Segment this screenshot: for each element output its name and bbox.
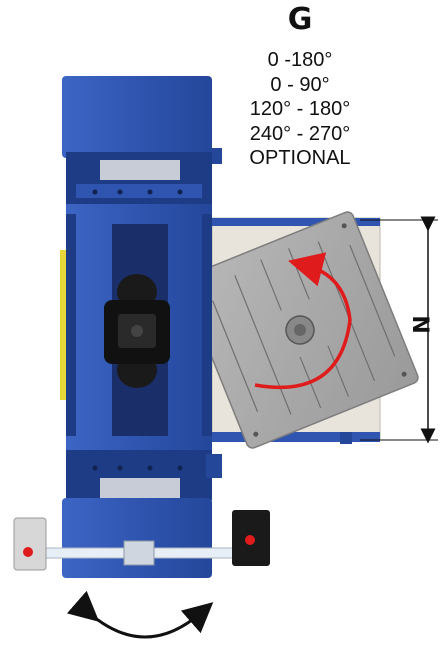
- angle-option-note: OPTIONAL: [249, 147, 351, 169]
- center-clamp: [104, 274, 170, 388]
- rotation-angle-list: 0 -180° 0 - 90° 120° - 180° 240° - 270° …: [215, 48, 385, 171]
- main-blue-frame: [60, 76, 222, 578]
- curved-double-arrow-icon: [66, 590, 214, 639]
- dimension-n-indicator: [360, 216, 438, 444]
- frame-bolts: [92, 189, 183, 471]
- model-letter: G: [287, 2, 313, 37]
- angle-option: 0 - 90°: [270, 73, 330, 96]
- handle-bar: [13, 510, 270, 571]
- accent-strip: [60, 250, 66, 400]
- angle-option: 240° - 270°: [249, 122, 351, 145]
- curved-arrow-icon: [254, 252, 352, 390]
- angle-option: 120° - 180°: [249, 98, 351, 120]
- angle-option: 0 -180°: [267, 49, 333, 71]
- dimension-label: N: [410, 315, 436, 334]
